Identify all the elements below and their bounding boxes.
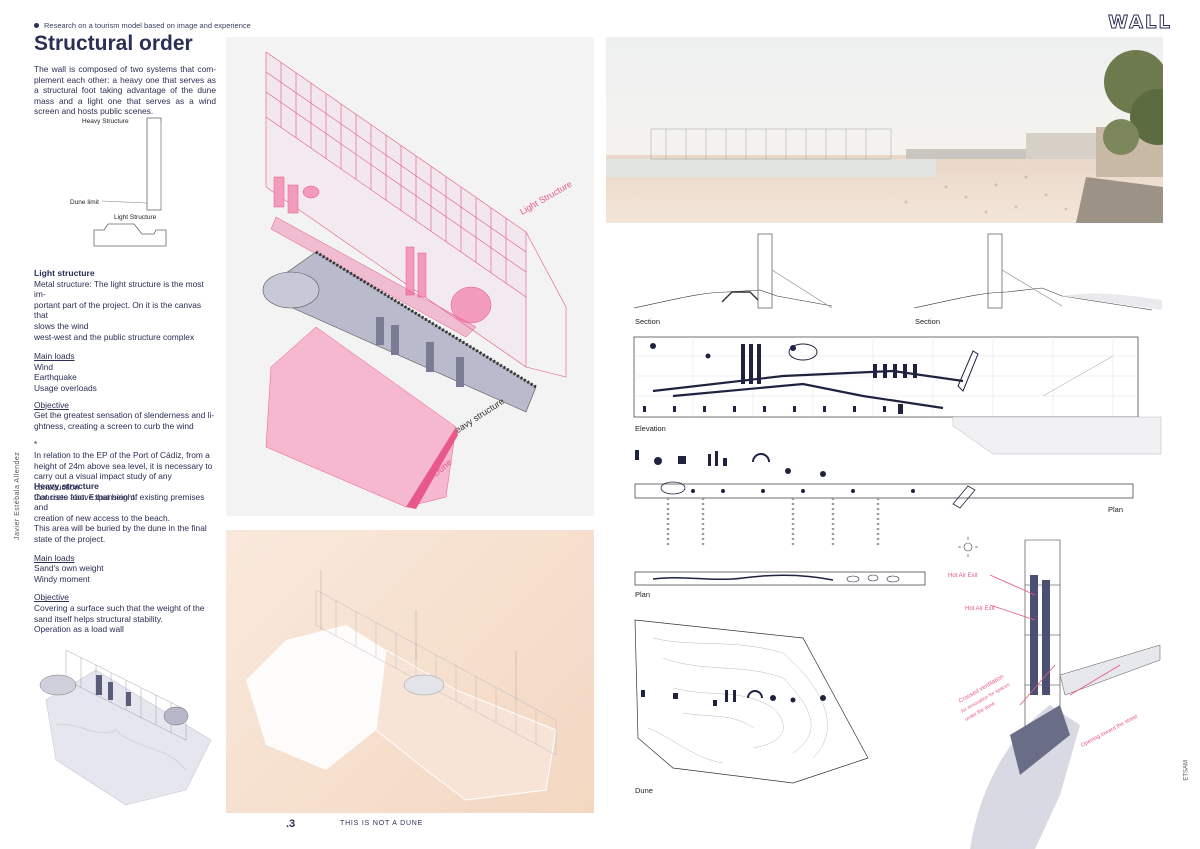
note-mark: * xyxy=(34,439,38,450)
page-number: .3 xyxy=(286,818,296,830)
site-axonometric xyxy=(246,570,557,801)
ventilation-axonometric: Hot Air Exit Hot Air Exit Crossed ventil… xyxy=(948,537,1161,849)
hot-air-exit-label-1: Hot Air Exit xyxy=(948,573,978,579)
dune-model xyxy=(265,326,457,508)
section-label-1: Section xyxy=(635,317,661,326)
plan-label-2: Plan xyxy=(635,590,651,599)
objective-line: ghtness, creating a screen to curb the w… xyxy=(34,420,194,431)
note-line: height of 24m above sea level, it is nec… xyxy=(34,460,213,471)
heavy-line: creation of new access to the beach. xyxy=(34,512,170,523)
load-item: Earthquake xyxy=(34,372,77,383)
subtitle-text: Research on a tourism model based on ima… xyxy=(44,21,251,30)
sun-icon xyxy=(963,542,973,552)
opening-label: Opening toward the street xyxy=(1080,714,1139,749)
objective-heading: Objective xyxy=(34,399,69,410)
loads-heading: Main loads xyxy=(34,351,75,362)
objective-line: sand itself helps structural stability. xyxy=(34,613,163,624)
light-structure-text: Light structure Metal structure: The lig… xyxy=(34,268,216,503)
load-item: Sand's own weight xyxy=(34,563,104,574)
note-line: that rises above that height. xyxy=(34,492,137,503)
loads-heading: Main loads xyxy=(34,552,75,563)
section-label-2: Section xyxy=(915,317,941,326)
load-item: Windy moment xyxy=(34,573,90,584)
heavy-wall-shape xyxy=(146,117,162,211)
dune-topographic-plan xyxy=(634,619,869,784)
heavy-structure-heading: Heavy structure xyxy=(34,481,99,491)
dune-label: Dune xyxy=(635,786,653,795)
load-item: Usage overloads xyxy=(34,382,97,393)
footer-tagline: THIS IS NOT A DUNE xyxy=(340,820,424,827)
objective-line: Covering a surface such that the weight … xyxy=(34,602,205,613)
sections-drawings xyxy=(633,233,1162,311)
heavy-structure-label: Heavy Structure xyxy=(82,118,129,125)
hot-air-exit-label-2: Hot Air Exit xyxy=(965,606,995,612)
plan-label-1: Plan xyxy=(1108,505,1124,514)
structure-mini-diagram: Heavy Structure Dune limit Light Structu… xyxy=(70,117,167,247)
intro-paragraph: The wall is composed of two systems that… xyxy=(34,64,216,117)
bullet-icon xyxy=(34,23,39,28)
note-line: carry out a visual impact study of any c… xyxy=(34,471,172,492)
elevation-drawing xyxy=(633,336,1162,455)
dune-limit-line xyxy=(101,200,148,204)
light-structure-heading: Light structure xyxy=(34,268,95,278)
school-label: ETSAM xyxy=(1184,760,1190,781)
objective-line: Get the greatest sensation of slendernes… xyxy=(34,410,215,421)
heavy-structure-model xyxy=(262,250,537,413)
brand-logo: WALL xyxy=(1108,12,1172,34)
beach-photo xyxy=(606,37,1163,223)
plan-drawing-2 xyxy=(634,571,926,586)
heavy-line: state of the project. xyxy=(34,533,106,544)
objective-line: Operation as a load wall xyxy=(34,624,124,635)
exploded-axonometric: Light Structure Heavy structure Dune xyxy=(262,51,574,509)
heavy-structure-text: Heavy structure Concrete foot: Expansion… xyxy=(34,481,216,635)
light-line: slows the wind xyxy=(34,320,89,331)
heavy-line: This area will be buried by the dune in … xyxy=(34,523,207,534)
elevation-label: Elevation xyxy=(635,424,666,433)
heavy-line: Concrete foot: Expansion of existing pre… xyxy=(34,491,205,513)
project-subtitle: Research on a tourism model based on ima… xyxy=(34,21,251,30)
light-line: Metal structure: The light structure is … xyxy=(34,278,204,300)
light-line: west-west and the public structure compl… xyxy=(34,331,195,342)
objective-heading: Objective xyxy=(34,592,69,603)
light-structure-section xyxy=(93,223,167,247)
wall-structure-render xyxy=(650,128,892,160)
site-ground-white xyxy=(246,625,386,770)
page-title: Structural order xyxy=(34,32,193,55)
light-structure-axo-label: Light Structure xyxy=(518,179,574,217)
small-axonometric xyxy=(39,649,212,806)
load-item: Wind xyxy=(34,361,54,372)
light-structure-label: Light Structure xyxy=(114,214,157,221)
plan-drawing-1 xyxy=(634,450,1134,546)
dune-limit-label: Dune limit xyxy=(70,199,99,206)
light-line: portant part of the project. On it is th… xyxy=(34,299,202,321)
note-line: In relation to the EP of the Port of Cád… xyxy=(34,449,210,460)
author-name: Javier Estébala Allendez xyxy=(14,451,21,540)
